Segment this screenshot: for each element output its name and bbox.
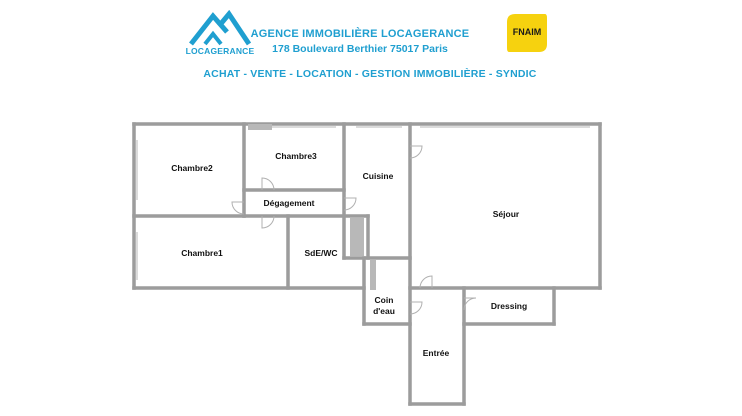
door-swing-icon bbox=[419, 275, 433, 289]
room-label-coin-deau-line1: Coin bbox=[374, 295, 394, 305]
agency-name: AGENCE IMMOBILIÈRE LOCAGERANCE bbox=[250, 28, 470, 40]
wall-fixture bbox=[248, 124, 272, 130]
fnaim-badge-icon bbox=[507, 14, 547, 52]
room-label-chambre3: Chambre3 bbox=[275, 151, 317, 161]
room-label-sde-wc: SdE/WC bbox=[304, 248, 338, 258]
room-label-cuisine: Cuisine bbox=[362, 171, 394, 181]
door-swing-icon bbox=[409, 301, 423, 315]
door-swing-icon bbox=[409, 145, 423, 159]
agency-header: AGENCE IMMOBILIÈRE LOCAGERANCE 178 Boule… bbox=[250, 28, 470, 55]
agency-address: 178 Boulevard Berthier 75017 Paris bbox=[272, 43, 448, 55]
room-label-chambre1: Chambre1 bbox=[181, 248, 223, 258]
room-label-sejour: Séjour bbox=[492, 209, 520, 219]
door-swing-icon bbox=[231, 201, 245, 215]
room-label-chambre2: Chambre2 bbox=[171, 163, 213, 173]
room-label-degagement: Dégagement bbox=[263, 198, 315, 208]
services-tagline: ACHAT - VENTE - LOCATION - GESTION IMMOB… bbox=[203, 68, 537, 80]
house-roof-icon bbox=[189, 9, 252, 46]
door-swing-icon bbox=[343, 197, 357, 211]
wall-fixture bbox=[370, 260, 376, 290]
fnaim-logo: FNAIM bbox=[505, 12, 549, 54]
room-label-dressing: Dressing bbox=[490, 301, 528, 311]
door-swing-icon bbox=[261, 215, 275, 229]
room-label-entree: Entrée bbox=[422, 348, 450, 358]
logo-wordmark: LOCAGERANCE bbox=[185, 46, 255, 56]
room-label-coin-deau-line2: d'eau bbox=[373, 306, 395, 316]
locagerance-logo: LOCAGERANCE bbox=[183, 9, 257, 60]
doors bbox=[231, 145, 477, 315]
windows bbox=[136, 126, 590, 280]
door-swing-icon bbox=[261, 177, 275, 191]
fnaim-wordmark: FNAIM bbox=[512, 27, 542, 37]
wall-fixture bbox=[350, 218, 364, 256]
room-label-coin-deau: Coin d'eau bbox=[366, 295, 402, 317]
door-swing-icon bbox=[463, 297, 477, 311]
walls bbox=[132, 122, 602, 406]
